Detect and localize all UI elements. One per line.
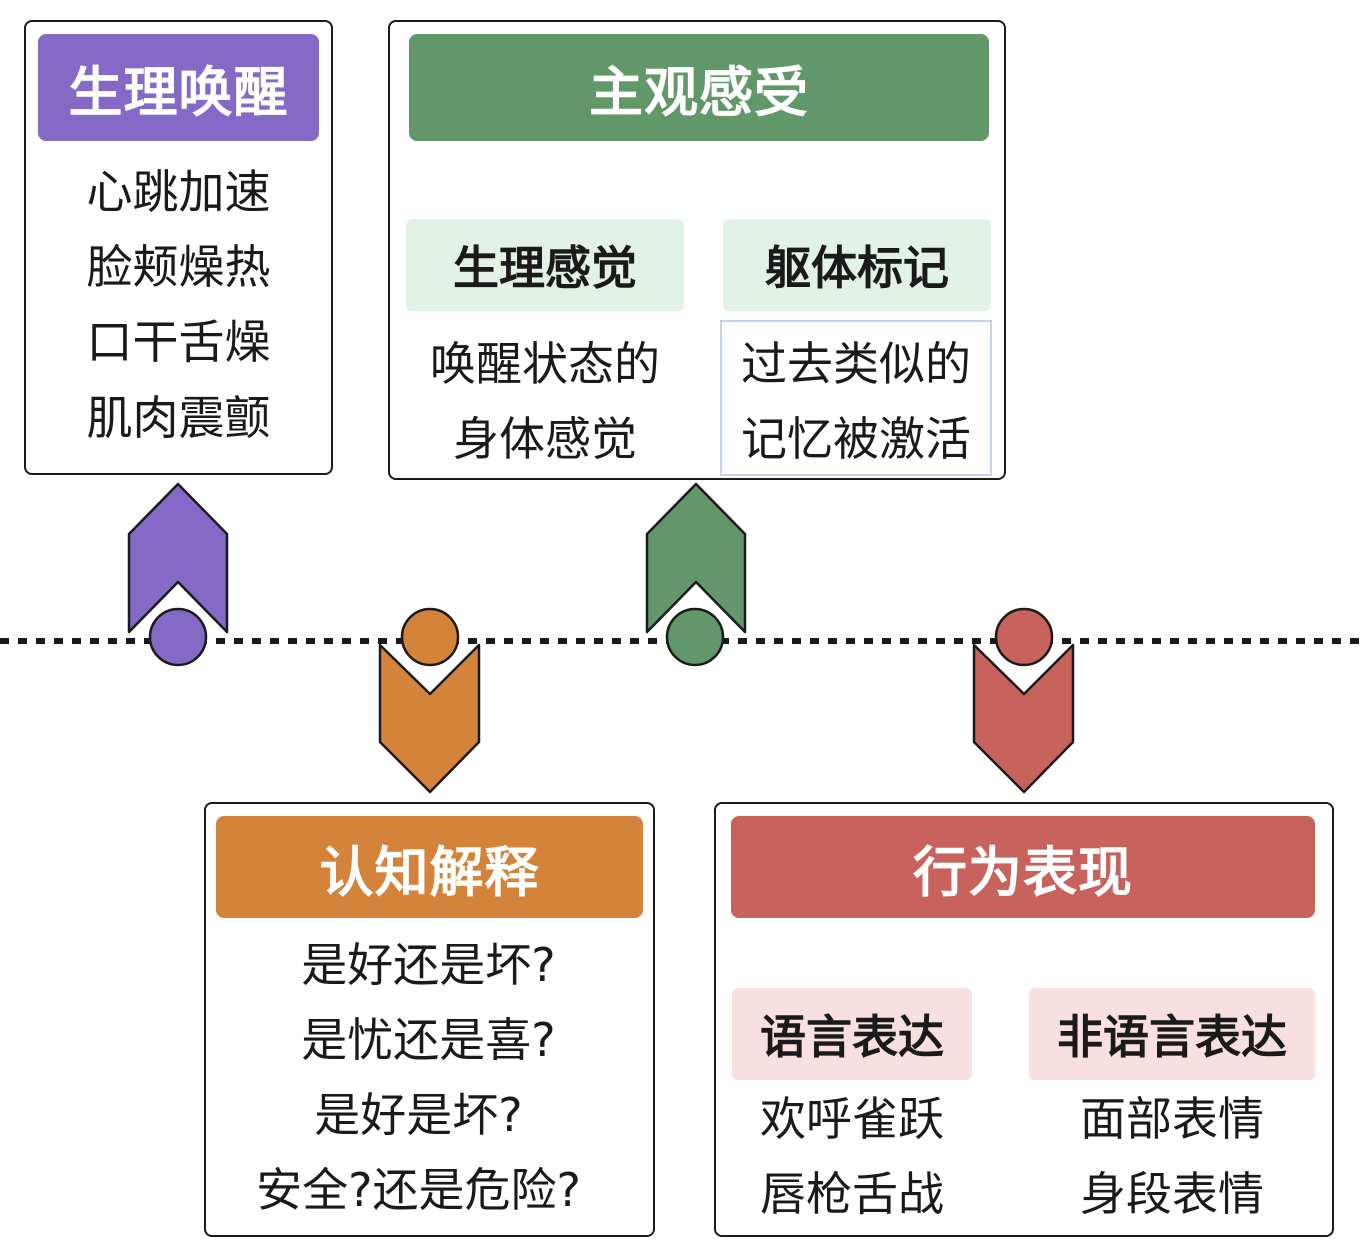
nonverbal-expression-line: 身段表情 — [1080, 1167, 1264, 1221]
nonverbal-expression-line: 面部表情 — [1080, 1092, 1264, 1146]
behavioral-expression-title: 行为表现 — [731, 816, 1315, 918]
arousal-item: 肌肉震颤 — [86, 391, 271, 445]
timeline-marker-orange — [400, 607, 460, 667]
verbal-expression-line: 欢呼雀跃 — [760, 1092, 944, 1146]
physical-sensation-title: 生理感觉 — [406, 219, 684, 311]
timeline-marker-red — [994, 607, 1054, 667]
behavioral-expression-box: 行为表现 语言表达 欢呼雀跃 唇枪舌战 非语言表达 面部表情 身段表情 — [714, 802, 1334, 1237]
physical-sensation-line: 唤醒状态的 — [430, 337, 660, 391]
subjective-feeling-box: 主观感受 生理感觉 唤醒状态的 身体感觉 躯体标记 过去类似的 记忆被激活 — [388, 20, 1006, 480]
nonverbal-expression-title: 非语言表达 — [1029, 988, 1315, 1080]
interpretation-item: 是好是坏? — [314, 1088, 523, 1142]
cognitive-interpretation-box: 认知解释 是好还是坏? 是忧还是喜? 是好是坏? 安全?还是危险? — [204, 802, 655, 1237]
timeline-marker-green — [665, 607, 725, 667]
subjective-feeling-title: 主观感受 — [409, 34, 989, 141]
somatic-marker-line: 记忆被激活 — [741, 412, 971, 466]
timeline-marker-purple — [148, 607, 208, 667]
interpretation-item: 是好还是坏? — [301, 938, 556, 992]
interpretation-item: 安全?还是危险? — [256, 1163, 581, 1217]
arousal-item: 心跳加速 — [86, 165, 271, 219]
up-arrow-green — [645, 482, 747, 634]
down-arrow-red — [972, 643, 1075, 794]
somatic-marker-line: 过去类似的 — [741, 337, 971, 391]
arousal-item: 脸颊燥热 — [86, 240, 271, 294]
interpretation-item: 是忧还是喜? — [301, 1013, 556, 1067]
physiological-arousal-box: 生理唤醒 心跳加速 脸颊燥热 口干舌燥 肌肉震颤 — [24, 20, 333, 475]
physiological-arousal-title: 生理唤醒 — [38, 34, 319, 141]
verbal-expression-line: 唇枪舌战 — [760, 1167, 944, 1221]
down-arrow-orange — [378, 643, 481, 794]
physical-sensation-line: 身体感觉 — [453, 412, 637, 466]
arousal-item: 口干舌燥 — [86, 315, 271, 369]
somatic-marker-highlight — [720, 320, 992, 476]
up-arrow-purple — [127, 482, 229, 634]
verbal-expression-title: 语言表达 — [732, 988, 972, 1080]
cognitive-interpretation-title: 认知解释 — [216, 816, 643, 918]
somatic-marker-title: 躯体标记 — [723, 219, 991, 311]
